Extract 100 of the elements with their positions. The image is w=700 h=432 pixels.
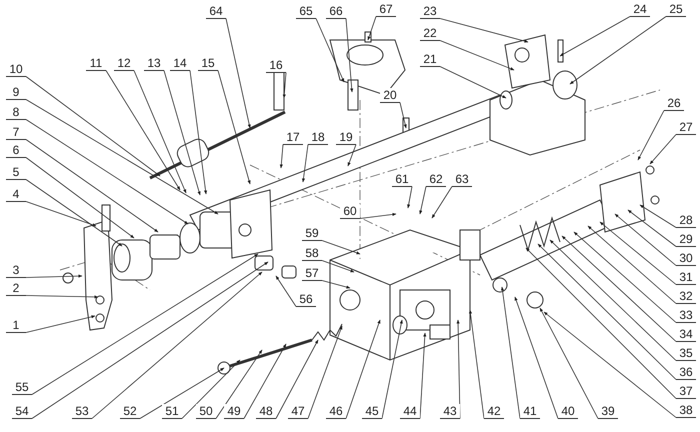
- leader-line: [92, 272, 262, 419]
- callout-number: 65: [296, 4, 316, 19]
- callout-number: 22: [420, 26, 440, 41]
- leader-line: [190, 70, 208, 194]
- leader-line: [560, 16, 630, 56]
- callout-number: 41: [520, 404, 540, 419]
- callout-number: 45: [362, 404, 382, 419]
- callout-number: 58: [302, 246, 322, 261]
- leader-line: [360, 212, 396, 219]
- callout-number: 50: [196, 404, 216, 419]
- leader-line: [164, 70, 201, 196]
- callout-number: 43: [440, 404, 460, 419]
- leader-line: [550, 240, 676, 361]
- callout-number: 44: [400, 404, 420, 419]
- callout-number: 55: [12, 380, 32, 395]
- callout-number: 2: [6, 281, 26, 296]
- callout-number: 33: [676, 308, 696, 323]
- leader-line: [244, 344, 286, 419]
- leader-line: [26, 179, 122, 246]
- leader-line: [226, 18, 251, 128]
- callout-number: 15: [198, 56, 218, 71]
- leader-line: [280, 144, 284, 168]
- leader-line: [308, 326, 342, 419]
- leader-line: [26, 76, 160, 176]
- callout-number: 66: [326, 4, 346, 19]
- leader-line: [346, 18, 354, 92]
- leader-line: [588, 226, 676, 304]
- leader-line: [26, 157, 134, 238]
- leader-line: [640, 204, 676, 228]
- leader-line: [26, 119, 188, 224]
- callout-number: 24: [630, 2, 650, 17]
- leader-line: [400, 102, 407, 128]
- callout-number: 1: [6, 318, 26, 333]
- callout-number: 56: [296, 292, 316, 307]
- leader-line: [316, 18, 344, 82]
- leader-line: [538, 244, 676, 380]
- leader-line: [628, 210, 676, 247]
- leader-line: [26, 295, 98, 299]
- callout-number: 40: [558, 404, 578, 419]
- callout-number: 5: [6, 165, 26, 180]
- callout-number: 12: [114, 56, 134, 71]
- callout-number: 60: [340, 204, 360, 219]
- callout-number: 25: [666, 2, 686, 17]
- callout-number: 31: [676, 270, 696, 285]
- callout-number: 14: [170, 56, 190, 71]
- callout-number: 51: [162, 404, 182, 419]
- leader-line: [276, 276, 296, 307]
- callout-number: 54: [12, 404, 32, 419]
- callout-number: 3: [6, 263, 26, 278]
- leader-line: [346, 320, 380, 419]
- callout-number: 47: [288, 404, 308, 419]
- leader-line: [32, 262, 268, 419]
- leader-line: [140, 368, 224, 419]
- callout-number: 64: [206, 4, 226, 19]
- leader-line: [216, 350, 262, 419]
- callout-number: 57: [302, 266, 322, 281]
- leader-line: [302, 144, 308, 182]
- leader-line: [600, 222, 676, 285]
- leader-line: [468, 310, 484, 419]
- callout-number: 26: [664, 96, 684, 111]
- callout-number: 4: [6, 187, 26, 202]
- callout-number: 39: [598, 404, 618, 419]
- leader-line: [106, 70, 180, 190]
- callout-number: 11: [86, 56, 106, 71]
- callout-number: 34: [676, 327, 696, 342]
- leader-line: [348, 144, 356, 166]
- callout-number: 37: [676, 384, 696, 399]
- callout-number: 53: [72, 404, 92, 419]
- callout-number: 13: [144, 56, 164, 71]
- leader-line: [440, 18, 528, 43]
- leader-line: [432, 186, 452, 218]
- callout-number: 18: [308, 130, 328, 145]
- leader-line: [440, 40, 514, 70]
- leader-line: [322, 280, 350, 289]
- callout-number: 19: [336, 130, 356, 145]
- callout-number: 63: [452, 172, 472, 187]
- leader-line: [526, 248, 676, 399]
- leader-line: [26, 315, 96, 333]
- callout-number: 30: [676, 251, 696, 266]
- leader-line: [26, 139, 158, 232]
- leader-line: [276, 340, 318, 419]
- callout-number: 9: [6, 85, 26, 100]
- callout-number: 38: [676, 403, 696, 418]
- leader-line: [419, 186, 426, 214]
- callout-number: 10: [6, 62, 26, 77]
- leader-line: [282, 72, 286, 98]
- callout-number: 35: [676, 346, 696, 361]
- leader-line: [638, 110, 664, 160]
- callout-number: 17: [283, 130, 303, 145]
- leader-line: [134, 70, 186, 194]
- callout-number: 32: [676, 289, 696, 304]
- leader-line: [26, 201, 96, 226]
- leader-line: [544, 312, 676, 418]
- callout-number: 42: [484, 404, 504, 419]
- leader-line: [570, 16, 666, 84]
- leader-line: [32, 254, 258, 395]
- callout-number: 16: [266, 58, 286, 73]
- leader-line: [574, 232, 676, 323]
- callout-number: 8: [6, 105, 26, 120]
- leader-line: [650, 134, 676, 164]
